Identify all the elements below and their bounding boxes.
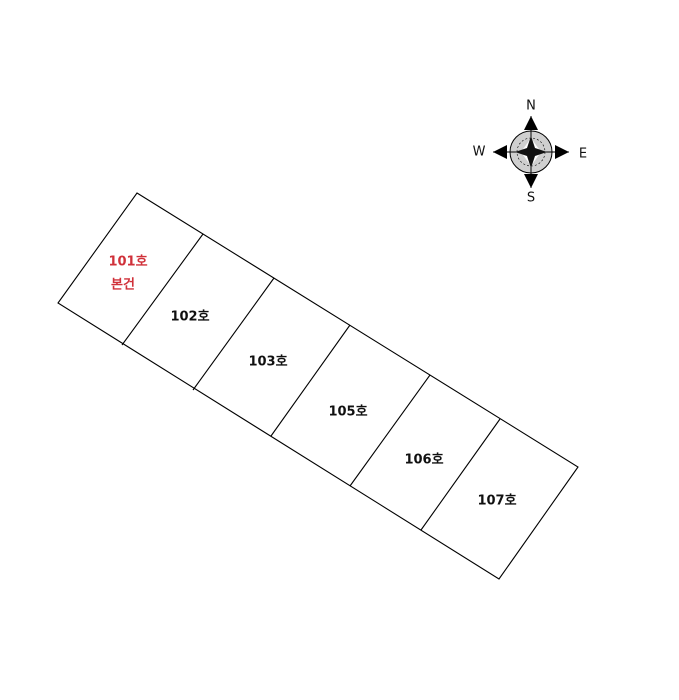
north-arrow-icon	[524, 116, 538, 130]
unit-divider	[349, 374, 431, 487]
compass-south-label: S	[527, 191, 535, 206]
unit-divider	[192, 277, 275, 391]
unit-label-105: 105호	[328, 405, 367, 420]
unit-divider	[270, 324, 351, 437]
south-arrow-icon	[524, 174, 538, 188]
west-arrow-icon	[493, 145, 507, 159]
building-outline	[57, 192, 579, 580]
unit-label-106: 106호	[404, 453, 443, 468]
unit-note-subject: 본건	[111, 277, 135, 293]
compass-west-label: W	[473, 145, 486, 160]
compass-rose: N S E W	[473, 99, 588, 206]
east-arrow-icon	[555, 145, 569, 159]
building-strip	[57, 192, 579, 580]
unit-label-101: 101호	[108, 255, 147, 270]
unit-divider	[420, 418, 501, 531]
unit-label-103: 103호	[248, 355, 287, 370]
unit-label-107: 107호	[477, 494, 516, 509]
compass-star-icon	[515, 136, 547, 168]
compass-east-label: E	[579, 147, 587, 162]
unit-divider	[121, 233, 204, 346]
unit-labels: 101호 본건 102호 103호 105호 106호 107호	[108, 255, 516, 509]
compass-north-label: N	[526, 99, 536, 114]
unit-label-102: 102호	[170, 310, 209, 325]
